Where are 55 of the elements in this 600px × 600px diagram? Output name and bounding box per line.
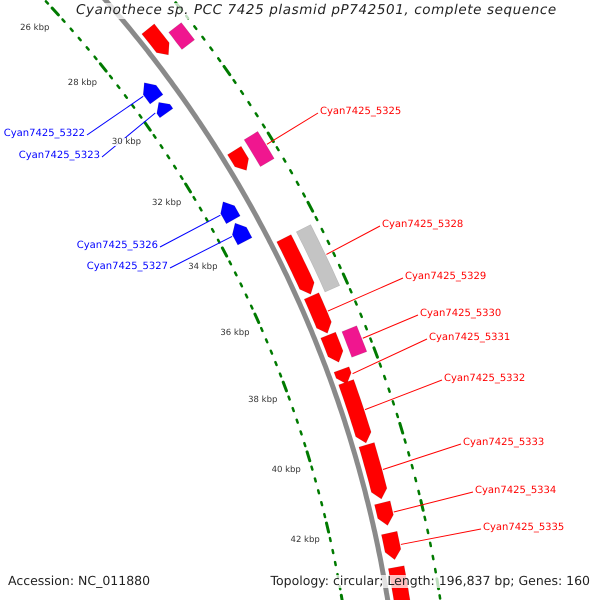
gene-block [141, 23, 170, 56]
leader-line [327, 278, 404, 312]
gene-block [220, 201, 241, 224]
gene-block [304, 292, 332, 334]
gene-block [142, 82, 164, 104]
gene-label: Cyan7425_5325 [320, 107, 402, 117]
gene-label: Cyan7425_5331 [429, 333, 510, 343]
gene-block [276, 234, 315, 295]
gene-label: Cyan7425_5328 [382, 220, 464, 230]
gene-label: Cyan7425_5327 [86, 262, 168, 272]
gene-block [227, 146, 249, 171]
scale-label: 30 kbp [112, 138, 142, 146]
accession-text: Accession: NC_011880 [8, 575, 150, 588]
gene-block [334, 366, 352, 384]
leader-line [362, 314, 418, 339]
gene-block [374, 500, 394, 526]
scale-label: 40 kbp [272, 466, 301, 474]
gene-label: Cyan7425_5322 [4, 129, 85, 139]
gene-block [244, 130, 275, 167]
leader-line [266, 112, 318, 145]
scale-label: 36 kbp [220, 328, 250, 338]
scale-label: 38 kbp [248, 396, 278, 405]
leader-line [352, 338, 428, 374]
gene-block [156, 102, 174, 118]
scale-label: 34 kbp [188, 262, 218, 272]
gene-block [168, 22, 196, 50]
leader-line [102, 112, 156, 158]
leader-line [400, 528, 482, 545]
gene-block [381, 530, 402, 560]
leader-line [393, 492, 474, 513]
scale-label: 26 kbp [20, 24, 50, 32]
scale-label: 32 kbp [152, 199, 182, 208]
scale-label: 28 kbp [68, 79, 98, 88]
sequence-info: Topology: circular; Length: 196,837 bp; Genes: 160 [270, 575, 590, 588]
gene-block [232, 222, 252, 246]
leader-line [326, 226, 380, 255]
leader-line [170, 236, 233, 268]
scale-label: 42 kbp [290, 536, 320, 545]
gene-label: Cyan7425_5326 [76, 241, 158, 251]
gene-block [342, 325, 368, 358]
gene-label: Cyan7425_5332 [444, 374, 526, 384]
gene-block [296, 224, 340, 292]
gene-block [320, 332, 344, 363]
gene-label: Cyan7425_5333 [463, 438, 544, 448]
gene-label: Cyan7425_5330 [420, 309, 502, 319]
leader-line [86, 96, 144, 136]
leader-line [160, 214, 221, 248]
leader-line [364, 380, 442, 410]
gene-label: Cyan7425_5334 [475, 486, 556, 496]
gene-label: Cyan7425_5335 [483, 523, 564, 533]
gene-label: Cyan7425_5329 [405, 272, 486, 282]
gene-label: Cyan7425_5323 [18, 151, 100, 161]
leader-line [382, 444, 462, 470]
gene-block [338, 379, 372, 444]
gene-block [358, 442, 388, 500]
